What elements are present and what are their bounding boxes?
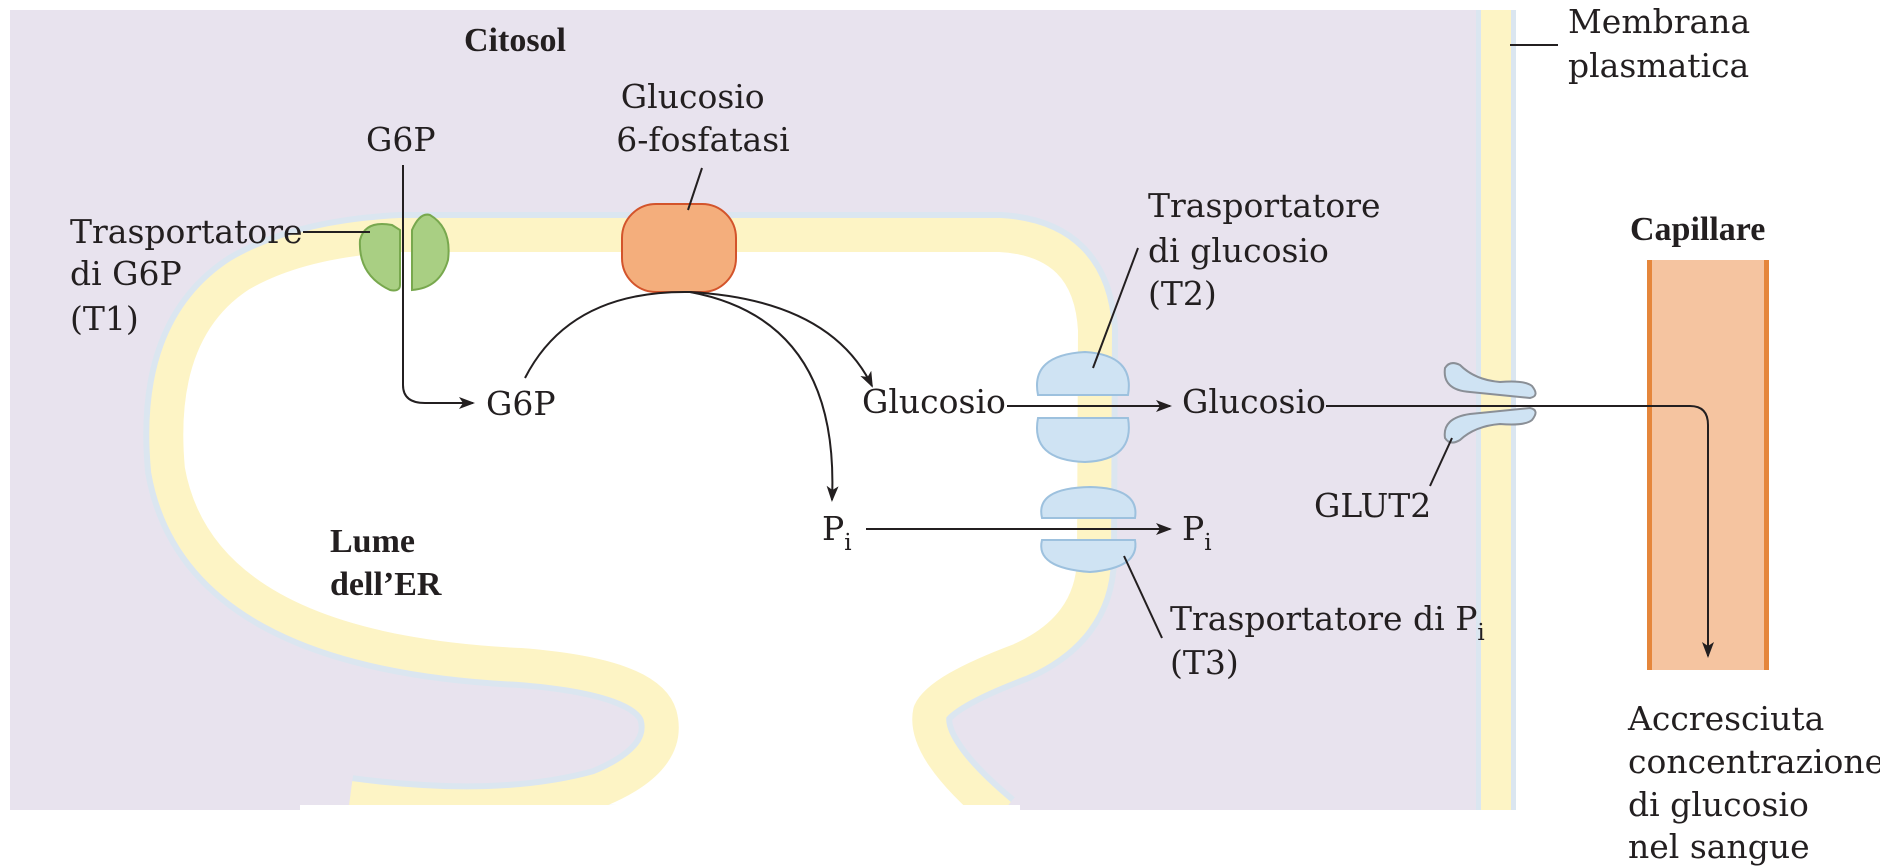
result-label: Accresciuta concentrazione di glucosio n… bbox=[1627, 699, 1880, 866]
g6p-lumen-label: G6P bbox=[486, 384, 556, 423]
plasma-membrane-label: Membrana plasmatica bbox=[1568, 2, 1761, 85]
g6p-cytosol-label: G6P bbox=[366, 120, 436, 159]
cytosol-label: Citosol bbox=[464, 22, 566, 59]
glut2-label: GLUT2 bbox=[1314, 486, 1431, 525]
phosphatase-enzyme bbox=[622, 204, 736, 292]
capillary-label: Capillare bbox=[1630, 211, 1765, 248]
glucose-lumen-label: Glucosio bbox=[862, 382, 1006, 421]
glucose-cytosol-label: Glucosio bbox=[1182, 382, 1326, 421]
